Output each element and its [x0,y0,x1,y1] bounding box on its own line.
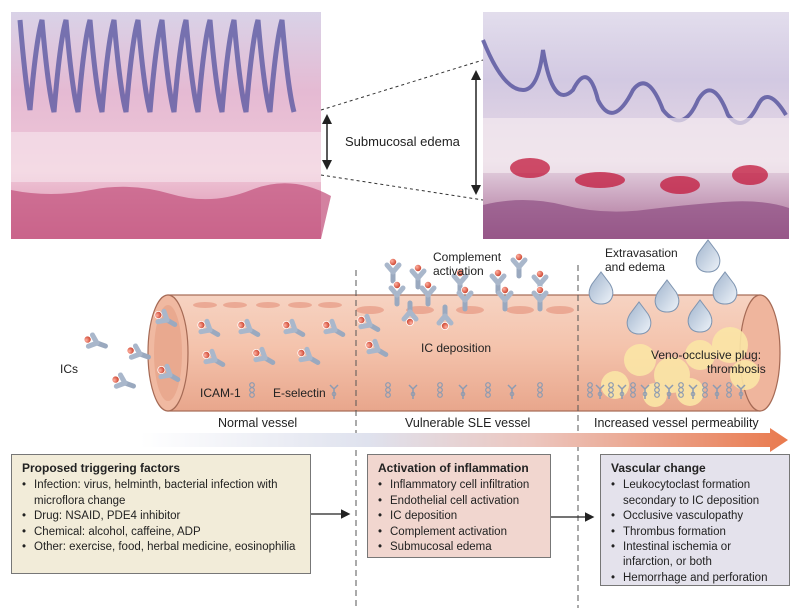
edema-double-arrow-right [471,70,481,195]
stage-label-vulnerable: Vulnerable SLE vessel [405,416,530,430]
box-title-triggering: Proposed triggering factors [22,461,181,475]
box-triggering-factors: Proposed triggering factors Infection: v… [11,454,311,574]
edema-double-arrow-left [322,114,332,170]
histology-image-edema [481,12,789,239]
svg-text:activation: activation [433,264,484,278]
list-item: Endothelial cell activation [378,494,540,510]
list-item: Complement activation [378,525,540,541]
box-title-inflammation: Activation of inflammation [378,461,529,475]
list-item: Intestinal ischemia or infarction, or bo… [611,540,779,571]
list-item: Occlusive vasculopathy [611,509,779,525]
veno-occlusive-label: Veno-occlusive plug: thrombosis [651,348,766,376]
histology-image-normal [11,12,331,239]
ic-deposition-label: IC deposition [421,341,491,355]
list-item: Hemorrhage and perforation [611,571,779,587]
list-item: Chemical: alcohol, caffeine, ADP [22,525,300,541]
eselectin-label: E-selectin [273,386,326,400]
list-item: Other: exercise, food, herbal medicine, … [22,540,300,556]
list-item: Leukocytoclast formation secondary to IC… [611,478,779,509]
svg-text:thrombosis: thrombosis [707,362,766,376]
stage-label-normal: Normal vessel [218,416,297,430]
list-item: IC deposition [378,509,540,525]
list-item: Submucosal edema [378,540,540,556]
zoom-line-bottom [320,174,484,201]
box-title-vascular: Vascular change [611,461,706,475]
progression-arrow [140,428,788,452]
stage-label-permeability: Increased vessel permeability [594,416,759,430]
list-item: Inflammatory cell infiltration [378,478,540,494]
complement-activation-label: Complement activation [433,250,502,278]
zoom-line-top [320,59,484,111]
svg-text:and edema: and edema [605,260,665,274]
box-vascular-change: Vascular change Leukocytoclast formation… [600,454,790,587]
list-item: Thrombus formation [611,525,779,541]
icam1-label: ICAM-1 [200,386,241,400]
svg-text:Veno-occlusive plug:: Veno-occlusive plug: [651,348,761,362]
svg-text:Complement: Complement [433,250,502,264]
box-activation-of-inflammation: Activation of inflammation Inflammatory … [367,454,551,558]
list-item: Drug: NSAID, PDE4 inhibitor [22,509,300,525]
ics-label: ICs [60,362,78,376]
list-item: Infection: virus, helminth, bacterial in… [22,478,300,509]
svg-text:Extravasation: Extravasation [605,246,678,260]
extravasation-label: Extravasation and edema [605,246,678,274]
submucosal-edema-label: Submucosal edema [345,134,461,149]
